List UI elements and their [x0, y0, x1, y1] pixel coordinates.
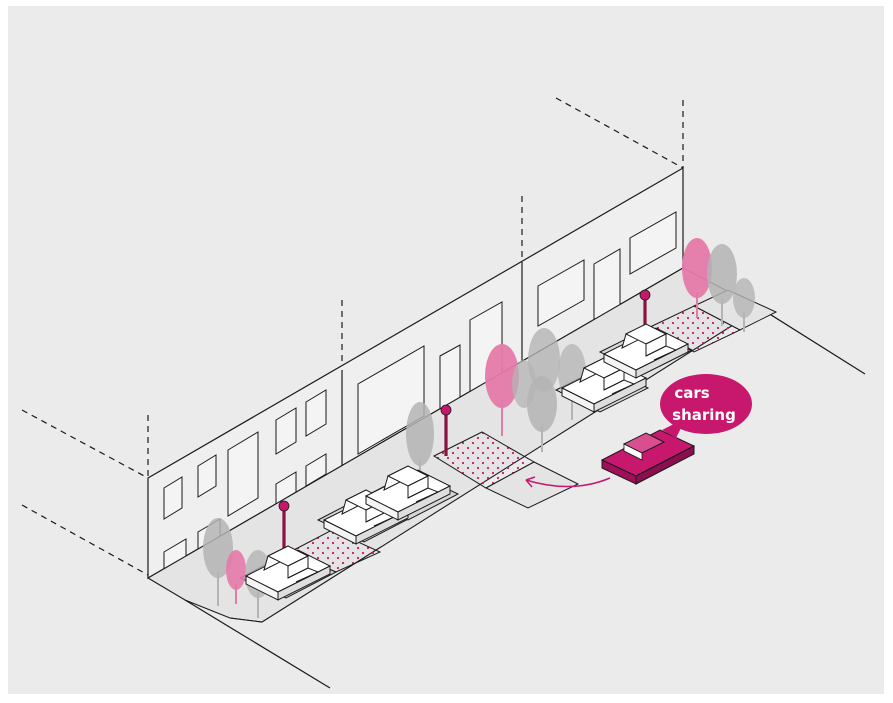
arrow-to-bay	[525, 476, 611, 488]
tree	[203, 518, 233, 606]
building-windows	[163, 211, 677, 572]
building-facade	[147, 166, 684, 580]
bubble-line-1: cars	[674, 384, 709, 402]
tree	[226, 550, 246, 604]
bubble-line-2: sharing	[672, 406, 736, 424]
dashed-guides	[21, 97, 684, 576]
tree	[682, 238, 712, 318]
street-car-sharing-diagram: cars sharing	[21, 97, 866, 689]
tree	[707, 244, 755, 332]
cars-sharing-bubble: cars sharing	[660, 374, 752, 438]
tree	[512, 328, 586, 452]
diagram-frame: cars sharing	[8, 6, 884, 694]
shared-car	[600, 429, 696, 485]
tree	[485, 344, 519, 436]
parking-bay	[484, 461, 580, 509]
